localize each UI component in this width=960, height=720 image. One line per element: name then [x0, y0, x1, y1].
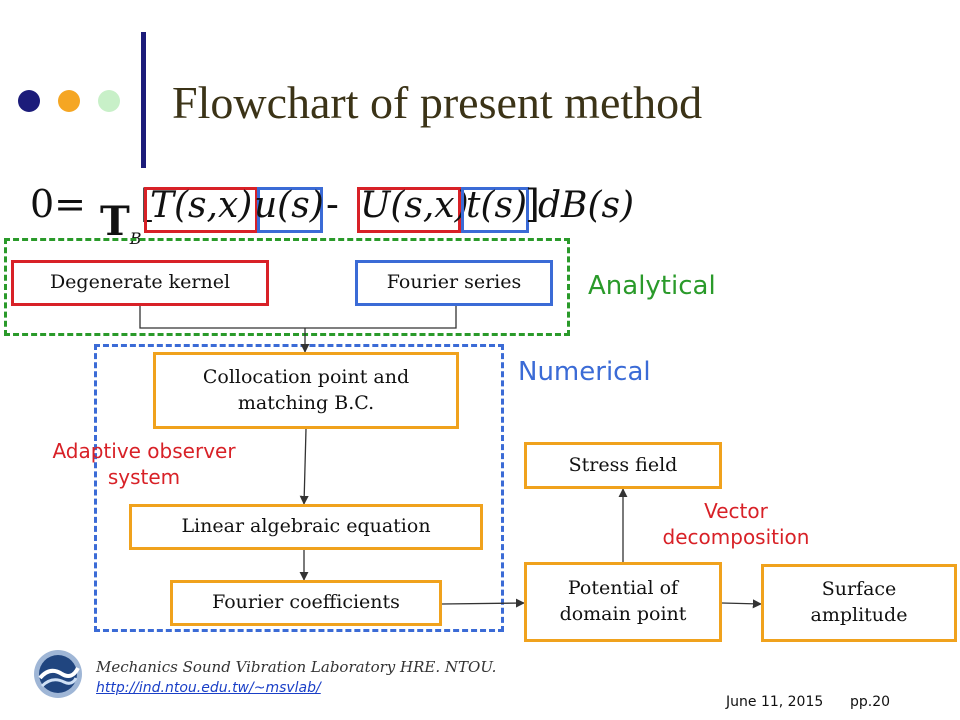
slide-date: June 11, 2015 — [726, 694, 824, 710]
term2a-highlight — [357, 187, 461, 233]
page-number: pp.20 — [850, 694, 891, 710]
potential-box: Potential of domain point — [524, 562, 722, 642]
collocation-box: Collocation point and matching B.C. — [153, 352, 459, 429]
equation-close-bracket: ] — [525, 182, 540, 226]
analytical-region — [4, 238, 570, 336]
decor-dot-green — [98, 90, 120, 112]
adaptive-observer-label: Adaptive observer system — [34, 438, 254, 490]
page-title: Flowchart of present method — [172, 77, 703, 128]
equation-lhs: 0= — [30, 182, 87, 226]
numerical-label: Numerical — [518, 357, 651, 387]
lab-logo — [34, 650, 82, 698]
lab-name: Mechanics Sound Vibration Laboratory HRE… — [96, 658, 497, 676]
decor-dot-orange — [58, 90, 80, 112]
lab-website-link[interactable]: http://ind.ntou.edu.tw/~msvlab/ — [96, 680, 321, 696]
equation-open-bracket: [ — [140, 182, 155, 226]
fourier-coefficients-box: Fourier coefficients — [170, 580, 442, 626]
arrow-to-surface — [721, 599, 762, 609]
analytical-label: Analytical — [588, 271, 716, 301]
term1b-highlight — [257, 187, 323, 233]
equation-term2-field: t(s) — [466, 185, 528, 226]
surface-amplitude-box: Surface amplitude — [761, 564, 957, 642]
degenerate-kernel-box: Degenerate kernel — [11, 260, 269, 306]
linear-algebraic-box: Linear algebraic equation — [129, 504, 483, 550]
vector-decomposition-text: Vector decomposition — [662, 499, 810, 549]
term2b-highlight — [461, 187, 529, 233]
numerical-region — [94, 344, 504, 632]
adaptive-observer-text: Adaptive observer system — [52, 439, 236, 489]
decor-dot-navy — [18, 90, 40, 112]
operator-symbol: T — [100, 198, 130, 245]
equation-measure: dB(s) — [538, 185, 635, 226]
equation-term1-kernel: T(s,x) — [150, 185, 253, 226]
equation-term2-kernel: U(s,x) — [360, 185, 469, 226]
equation-term1-field: u(s) — [254, 185, 324, 226]
equation-minus: - — [326, 182, 339, 226]
title-divider — [141, 32, 146, 168]
fourier-series-box: Fourier series — [355, 260, 553, 306]
vector-decomposition-label: Vector decomposition — [636, 498, 836, 550]
term1a-highlight — [144, 187, 258, 233]
stress-field-box: Stress field — [524, 442, 722, 489]
